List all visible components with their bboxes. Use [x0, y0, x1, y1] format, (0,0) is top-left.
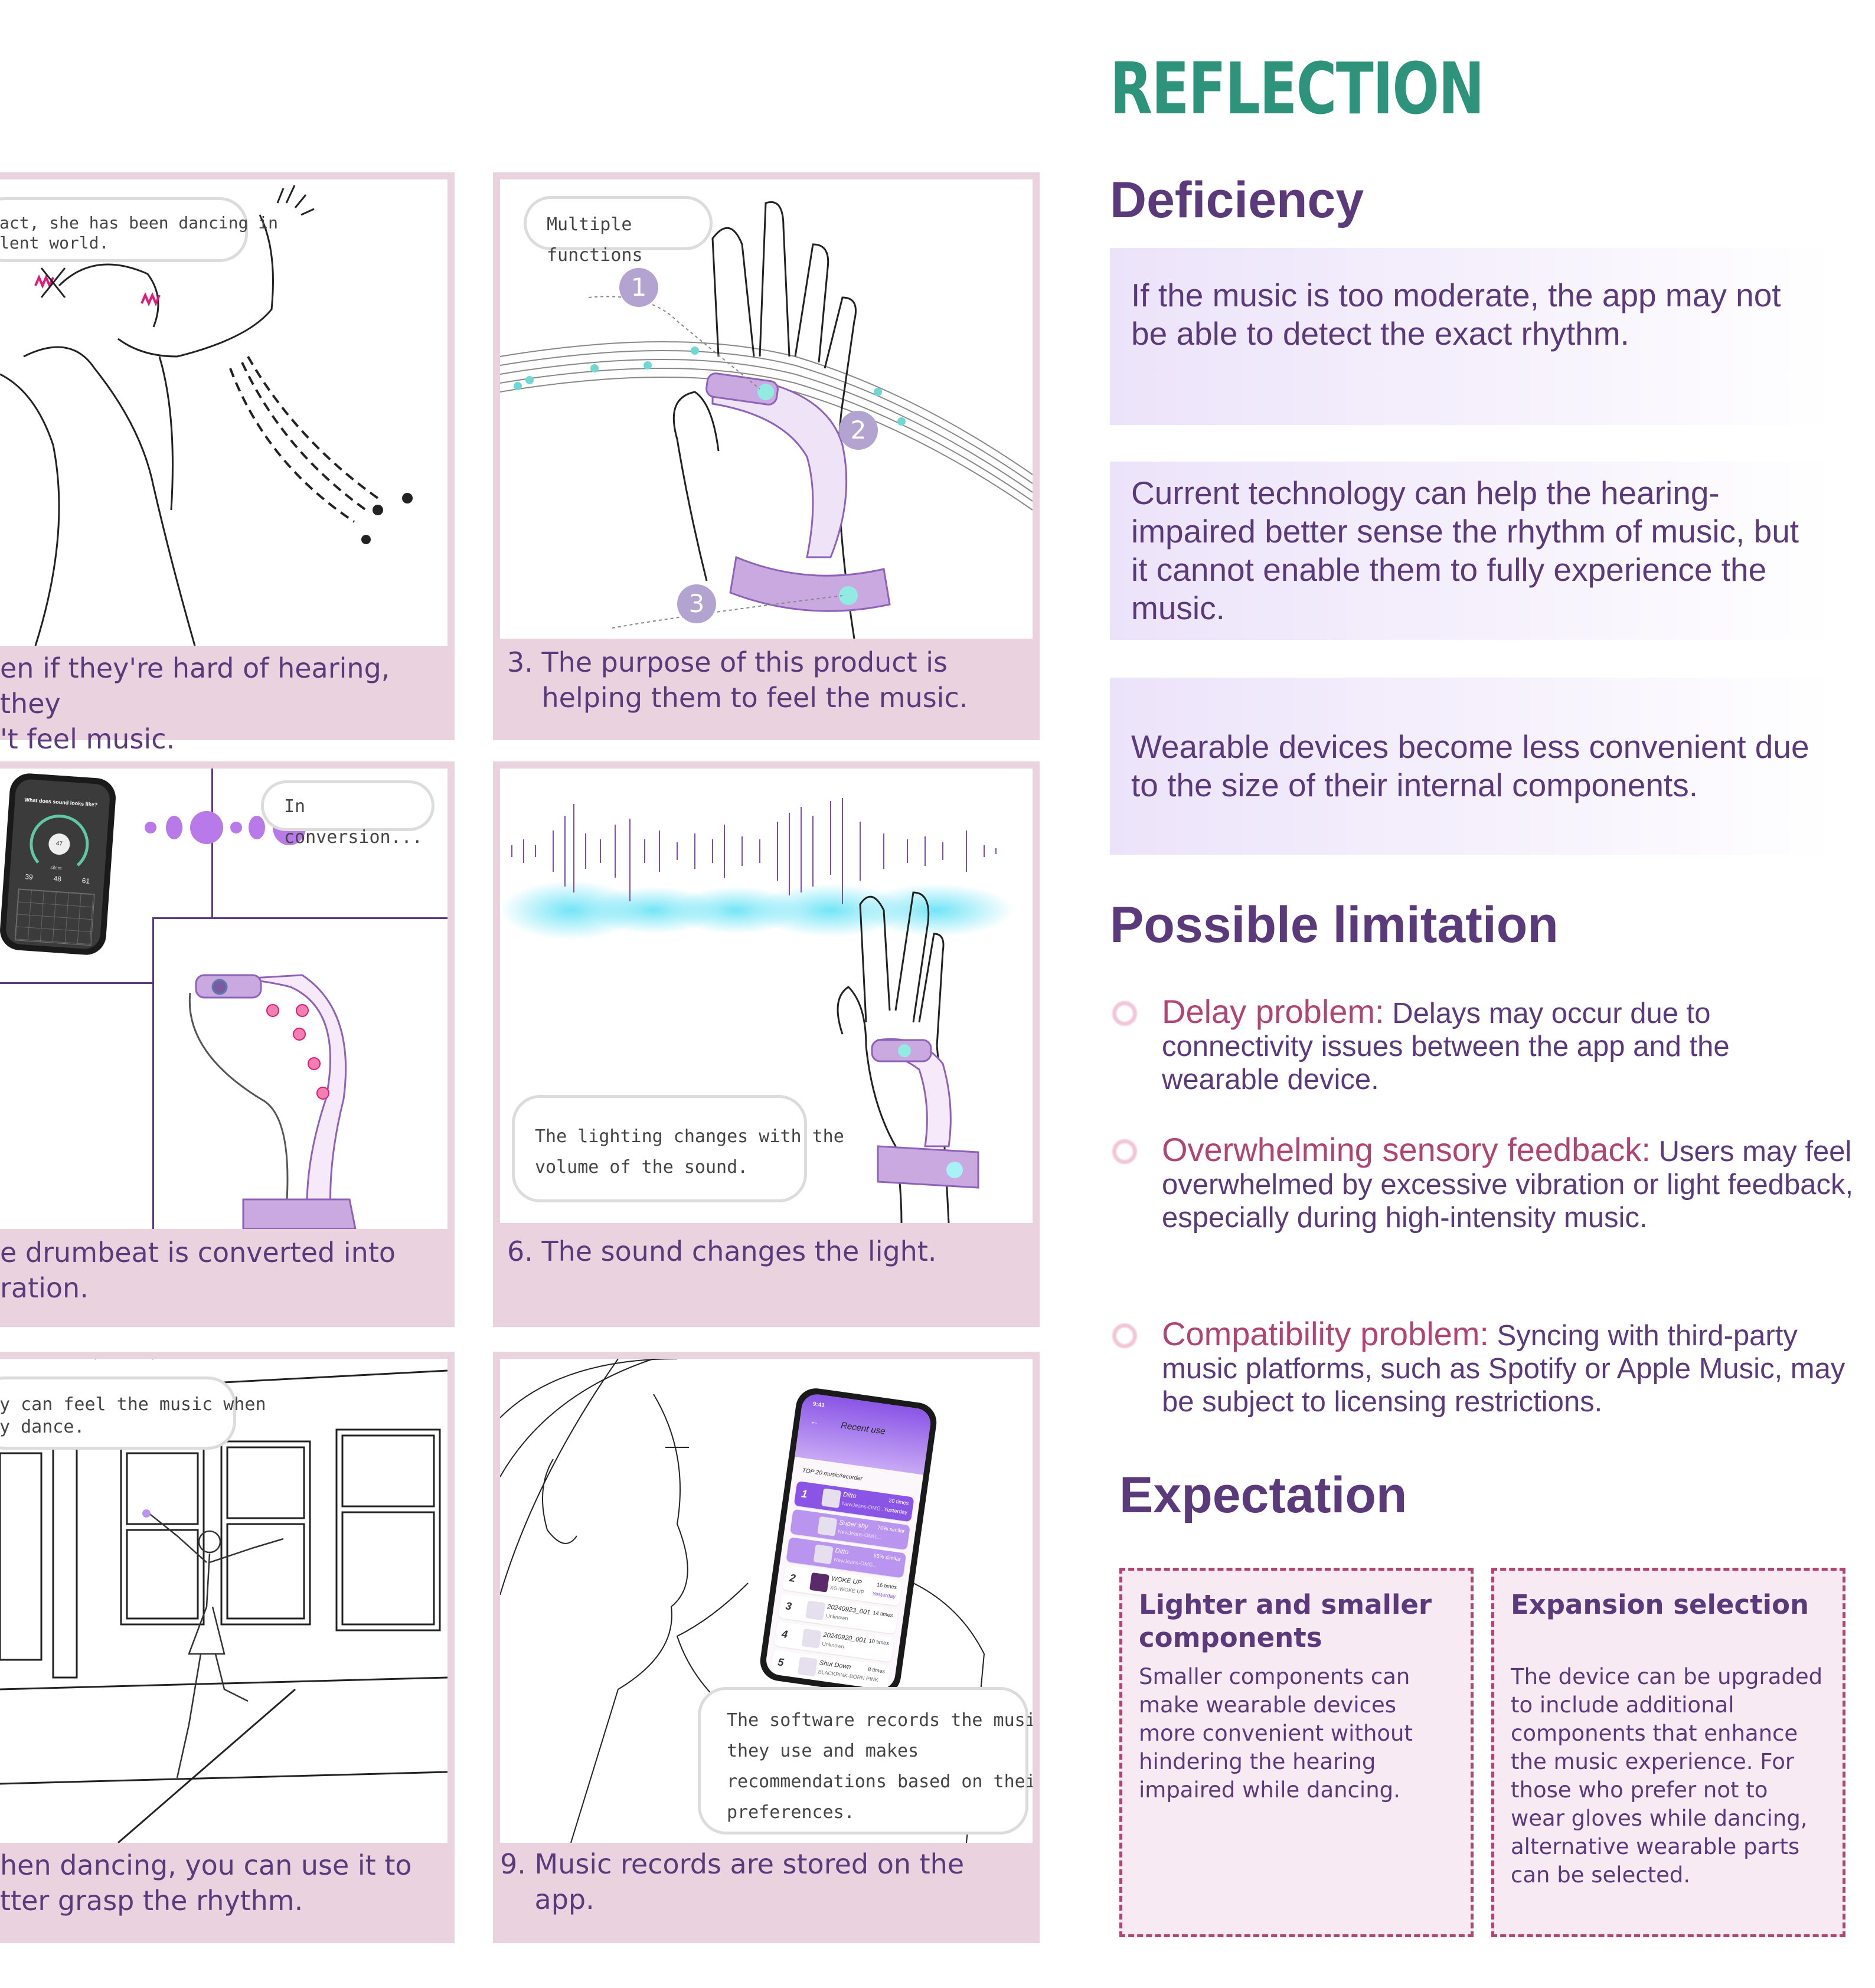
panel-caption: 9. Music records are stored on the app.: [500, 1848, 965, 1915]
panel-divider: [152, 917, 154, 1229]
panel-caption: e drumbeat is converted into ration.: [0, 1237, 396, 1304]
panel-illustration: Multiple functions 1 2 3: [500, 179, 1033, 639]
panel-illustration: What does sound looks like? 47 silent 39…: [0, 769, 447, 1229]
storyboard-panel-3: Multiple functions 1 2 3 3. The purpose …: [493, 172, 1040, 740]
deficiency-text: Wearable devices become less convenient …: [1131, 728, 1809, 803]
deficiency-item: Wearable devices become less convenient …: [1110, 678, 1834, 855]
list-label: TOP 20 music/recorder: [802, 1467, 863, 1483]
phone-screen-title: What does sound looks like?: [24, 796, 98, 808]
limitation-key: Overwhelming sensory feedback:: [1162, 1131, 1651, 1168]
section-heading-limitation: Possible limitation: [1110, 897, 1559, 953]
panel-caption: 3. The purpose of this product is helpin…: [507, 646, 968, 714]
limitation-desc: Users may feel overwhelmed by excessive …: [1162, 1136, 1854, 1234]
storyboard-panel-6: The lighting changes with the volume of …: [493, 761, 1040, 1327]
deficiency-item: If the music is too moderate, the app ma…: [1110, 248, 1834, 425]
storyboard-panel-5: What does sound looks like? 47 silent 39…: [0, 761, 455, 1327]
speech-bubble: In conversion...: [261, 780, 435, 848]
panel-illustration: y can feel the music when y dance.: [0, 1359, 447, 1843]
expectation-card-body: The device can be upgraded to include ad…: [1511, 1664, 1823, 1888]
storyboard-panel-9: 9:41 ← Recent use TOP 20 music/recorder …: [493, 1352, 1040, 1943]
phone-screen: What does sound looks like? 47 silent 39…: [5, 778, 111, 950]
limitation-key: Compatibility problem:: [1162, 1315, 1489, 1352]
section-heading-expectation: Expectation: [1119, 1467, 1407, 1523]
expectation-card: Lighter and smaller components Smaller c…: [1119, 1568, 1474, 1937]
glove-light-illustration: [837, 891, 979, 1223]
speech-bubble: The lighting changes with the volume of …: [512, 1095, 844, 1202]
section-heading-deficiency: Deficiency: [1110, 172, 1364, 228]
panel-illustration: act, she has been dancing in lent world.: [0, 179, 447, 646]
limitation-desc: Syncing with third-party music platforms…: [1162, 1320, 1845, 1418]
limitation-desc: Delays may occur due to connectivity iss…: [1162, 998, 1730, 1096]
panel-divider: [152, 917, 447, 919]
sound-waveform: [500, 798, 1014, 940]
feature-badge-2: 2: [839, 411, 878, 450]
deficiency-item: Current technology can help the hearing-…: [1110, 462, 1834, 640]
speech-bubble: Multiple functions: [524, 196, 713, 266]
deficiency-text: If the music is too moderate, the app ma…: [1131, 277, 1781, 352]
speech-bubble: act, she has been dancing in lent world.: [0, 197, 278, 262]
bullet-circle-icon: [1112, 1001, 1137, 1026]
storyboard-panel-8: y can feel the music when y dance. hen d…: [0, 1352, 455, 1943]
speech-bubble: y can feel the music when y dance.: [0, 1376, 266, 1450]
deficiency-text: Current technology can help the hearing-…: [1131, 475, 1799, 626]
expectation-card-title: Expansion selection: [1511, 1589, 1809, 1620]
stat-max: 61: [81, 876, 90, 885]
panel-caption: hen dancing, you can use it to tter gras…: [0, 1849, 412, 1917]
feature-badge-3: 3: [677, 584, 716, 623]
glove-vibration-illustration: [188, 974, 357, 1229]
sound-status: silent: [50, 865, 62, 871]
page-title: REFLECTION: [1110, 48, 1485, 130]
feature-badge-1: 1: [619, 268, 658, 307]
panel-divider: [0, 982, 152, 984]
dancer-illustration: [0, 185, 413, 646]
limitation-key: Delay problem:: [1162, 993, 1384, 1030]
bullet-circle-icon: [1112, 1139, 1137, 1164]
expectation-card-title: Lighter and smaller components: [1139, 1589, 1432, 1653]
expectation-card: Expansion selection The device can be up…: [1491, 1568, 1845, 1937]
bullet-circle-icon: [1112, 1323, 1137, 1348]
panel-caption: en if they're hard of hearing, they 't f…: [0, 652, 390, 755]
expectation-card-body: Smaller components can make wearable dev…: [1139, 1664, 1413, 1803]
sound-chart: [14, 888, 95, 946]
phone-sound-meter: What does sound looks like? 47 silent 39…: [0, 772, 117, 956]
storyboard-panel-1: act, she has been dancing in lent world.…: [0, 172, 455, 755]
glove-product-illustration: [500, 201, 1033, 639]
stat-min: 39: [24, 872, 34, 882]
back-arrow-icon[interactable]: ←: [809, 1416, 819, 1427]
panel-illustration: The lighting changes with the volume of …: [500, 769, 1033, 1223]
panel-illustration: 9:41 ← Recent use TOP 20 music/recorder …: [500, 1359, 1033, 1843]
speech-bubble: The software records the music they use …: [698, 1687, 1033, 1835]
stat-avg: 48: [53, 874, 62, 884]
panel-caption: 6. The sound changes the light.: [507, 1235, 937, 1267]
